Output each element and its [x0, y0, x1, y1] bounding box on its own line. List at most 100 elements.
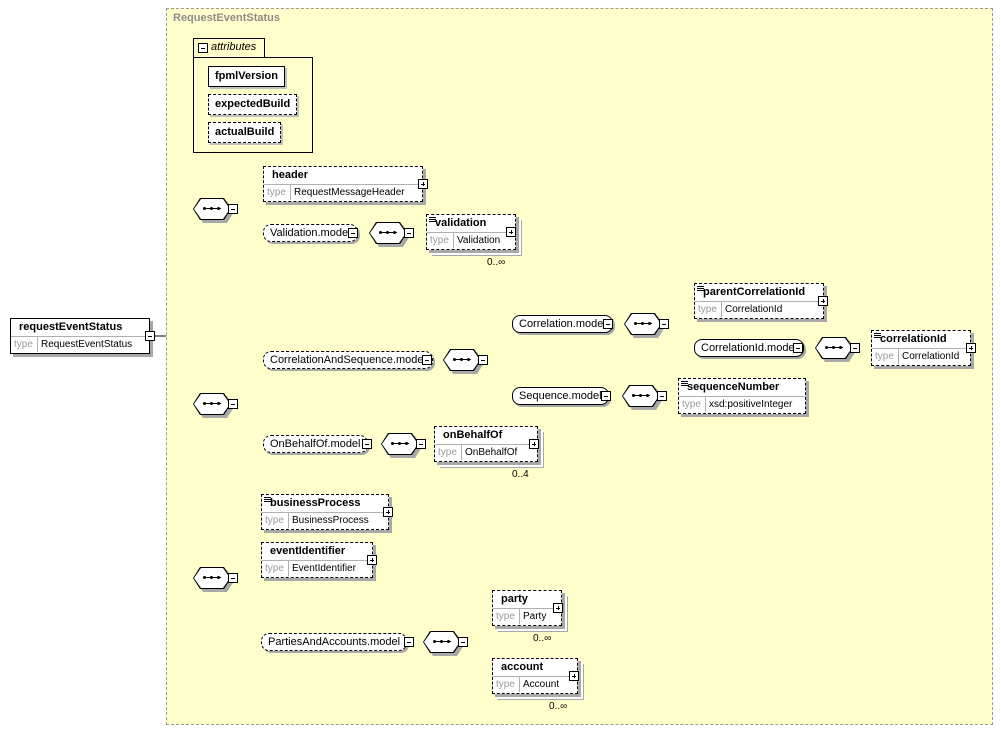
attributes-label: attributes — [211, 41, 257, 53]
element-name: header — [272, 169, 309, 181]
sequence-correlation[interactable] — [624, 313, 662, 335]
type-value: RequestEventStatus — [41, 339, 133, 350]
group-validation-model[interactable]: Validation.model — [263, 224, 358, 242]
element-header[interactable]: header type RequestMessageHeader — [263, 166, 423, 202]
occurrence-label: 0..∞ — [487, 257, 506, 268]
occurrence-label: 0..∞ — [533, 633, 552, 644]
sequence-onbehalfof-collapse-icon[interactable] — [416, 439, 426, 449]
attribute-fpmlversion[interactable]: fpmlVersion — [208, 66, 285, 87]
root-collapse-icon[interactable] — [145, 331, 155, 341]
group-correlation-and-sequence-model[interactable]: CorrelationAndSequence.model — [263, 351, 433, 369]
businessprocess-expand-icon[interactable] — [383, 507, 393, 517]
sequence-correlationid[interactable] — [815, 337, 853, 359]
type-key: type — [14, 339, 33, 350]
type-key: type — [698, 304, 717, 315]
occurrence-label: 0..∞ — [549, 701, 568, 712]
type-value: CorrelationId — [902, 351, 960, 362]
attribute-expectedbuild[interactable]: expectedBuild — [208, 94, 298, 115]
element-sequencenumber[interactable]: sequenceNumber type xsd:positiveInteger — [678, 378, 806, 414]
account-expand-icon[interactable] — [569, 671, 579, 681]
element-onbehalfof[interactable]: onBehalfOf type OnBehalfOf — [434, 426, 538, 462]
type-value: OnBehalfOf — [465, 447, 518, 458]
validation-model-collapse-icon[interactable] — [348, 228, 358, 238]
group-onbehalfof-model[interactable]: OnBehalfOf.model — [263, 435, 368, 453]
onbehalfof-model-collapse-icon[interactable] — [362, 439, 372, 449]
correlation-model-collapse-icon[interactable] — [603, 319, 613, 329]
eventidentifier-expand-icon[interactable] — [367, 555, 377, 565]
frame-title: RequestEventStatus — [173, 12, 280, 24]
element-name: correlationId — [880, 333, 947, 345]
type-key: type — [265, 515, 284, 526]
sequence-3-collapse-icon[interactable] — [228, 573, 238, 583]
correlation-and-sequence-collapse-icon[interactable] — [422, 355, 432, 365]
element-name: eventIdentifier — [270, 545, 346, 557]
documentation-icon — [681, 381, 688, 386]
group-sequence-model[interactable]: Sequence.model — [512, 387, 609, 405]
element-name: sequenceNumber — [687, 381, 780, 393]
sequence-sequence[interactable] — [622, 385, 660, 407]
sequence-sequence-collapse-icon[interactable] — [657, 391, 667, 401]
type-value: Party — [523, 611, 547, 622]
element-name: onBehalfOf — [443, 429, 503, 441]
documentation-icon — [697, 286, 704, 291]
sequence-1[interactable] — [193, 198, 231, 220]
sequence-correlationid-collapse-icon[interactable] — [850, 343, 860, 353]
element-name: party — [501, 593, 528, 605]
correlationid-model-collapse-icon[interactable] — [793, 343, 803, 353]
occurrence-label: 0..4 — [512, 469, 529, 480]
type-value: RequestMessageHeader — [294, 187, 405, 198]
element-name: parentCorrelationId — [703, 286, 806, 298]
type-key: type — [496, 611, 515, 622]
sequence-cs-collapse-icon[interactable] — [478, 355, 488, 365]
sequence-3[interactable] — [193, 567, 231, 589]
sequence-validation-collapse-icon[interactable] — [404, 228, 414, 238]
type-value: xsd:positiveInteger — [709, 399, 793, 410]
validation-expand-icon[interactable] — [506, 227, 516, 237]
element-parentcorrelationid[interactable]: parentCorrelationId type CorrelationId — [694, 283, 824, 319]
element-name: validation — [435, 217, 487, 229]
element-account[interactable]: account type Account — [492, 658, 578, 694]
attributes-tab — [193, 38, 265, 58]
type-key: type — [496, 679, 515, 690]
type-key: type — [682, 399, 701, 410]
sequence-onbehalfof[interactable] — [381, 433, 419, 455]
sequence-2[interactable] — [193, 393, 231, 415]
sequence-model-collapse-icon[interactable] — [601, 391, 611, 401]
sequence-pa-collapse-icon[interactable] — [458, 637, 468, 647]
type-key: type — [875, 351, 894, 362]
type-key: type — [438, 447, 457, 458]
type-value: CorrelationId — [725, 304, 783, 315]
parentcorrelationid-expand-icon[interactable] — [818, 296, 828, 306]
element-name: businessProcess — [270, 497, 361, 509]
group-partiesandaccounts-model[interactable]: PartiesAndAccounts.model — [261, 633, 408, 651]
documentation-icon — [264, 497, 271, 502]
sequence-validation[interactable] — [369, 222, 407, 244]
sequence-1-collapse-icon[interactable] — [228, 204, 238, 214]
header-expand-icon[interactable] — [418, 179, 428, 189]
party-expand-icon[interactable] — [553, 603, 563, 613]
documentation-icon — [429, 217, 436, 222]
attributes-collapse-icon[interactable] — [198, 43, 208, 53]
sequence-correlation-collapse-icon[interactable] — [659, 319, 669, 329]
sequence-correlation-and-sequence[interactable] — [443, 349, 481, 371]
group-correlation-model[interactable]: Correlation.model — [512, 315, 613, 333]
element-name: account — [501, 661, 544, 673]
group-correlationid-model[interactable]: CorrelationId.model — [694, 339, 804, 357]
documentation-icon — [874, 333, 881, 338]
type-key: type — [430, 235, 449, 246]
sequence-2-collapse-icon[interactable] — [228, 399, 238, 409]
onbehalfof-expand-icon[interactable] — [529, 439, 539, 449]
correlationid-expand-icon[interactable] — [966, 343, 976, 353]
sequence-partiesandaccounts[interactable] — [423, 631, 461, 653]
type-value: BusinessProcess — [292, 515, 369, 526]
element-businessprocess[interactable]: businessProcess type BusinessProcess — [261, 494, 389, 530]
element-correlationid[interactable]: correlationId type CorrelationId — [871, 330, 971, 366]
element-party[interactable]: party type Party — [492, 590, 562, 626]
type-key: type — [267, 187, 286, 198]
attribute-actualbuild[interactable]: actualBuild — [208, 122, 282, 143]
partiesandaccounts-model-collapse-icon[interactable] — [404, 637, 414, 647]
type-value: Account — [523, 679, 560, 690]
